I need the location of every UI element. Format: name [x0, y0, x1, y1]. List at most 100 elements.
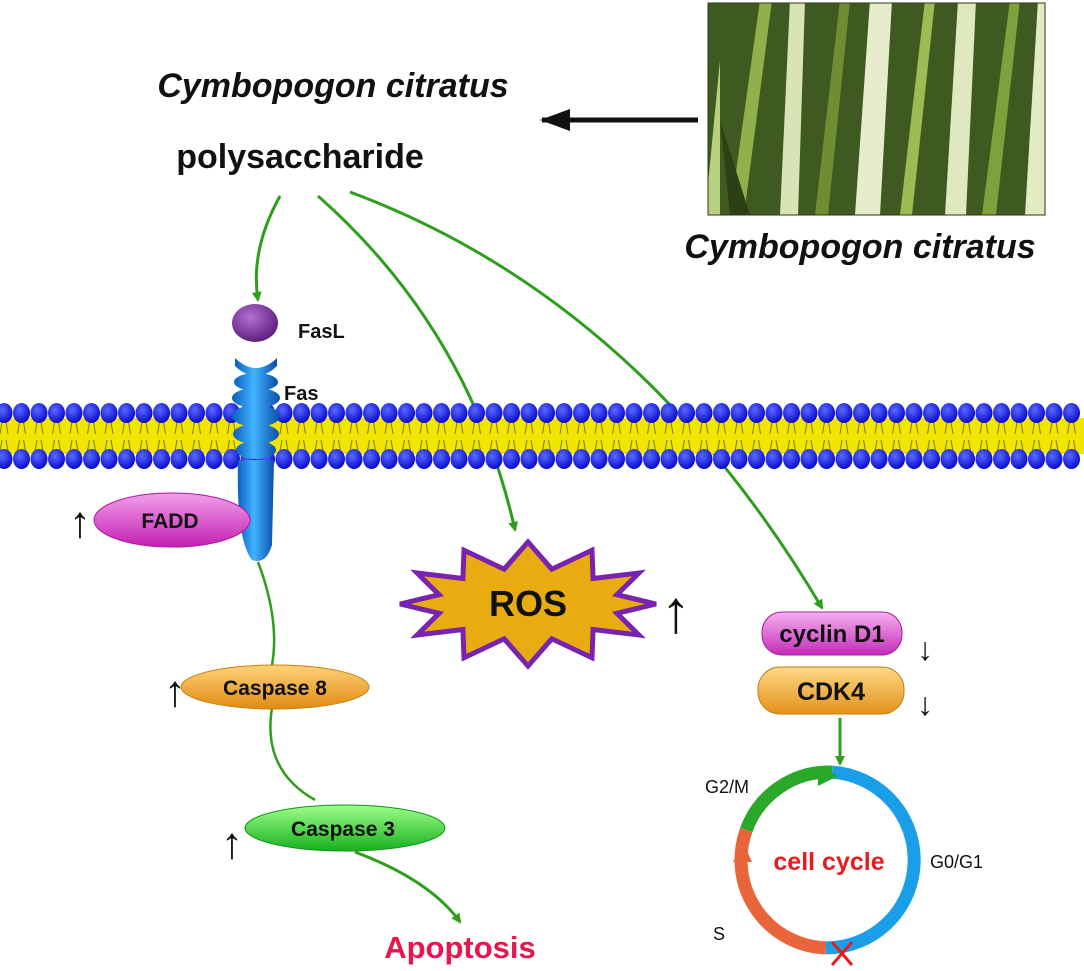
lipid-tail: [495, 439, 499, 452]
lipid-tail: [5, 421, 9, 435]
lipid-tail: [443, 439, 446, 452]
lipid-head: [993, 449, 1010, 469]
lipid-head: [310, 449, 328, 469]
lipid-tail: [524, 421, 528, 435]
lipid-head: [853, 449, 870, 469]
lipid-tail: [34, 421, 38, 435]
lipid-head: [310, 403, 328, 423]
lipid-tail: [408, 421, 411, 435]
lipid-tail: [17, 439, 20, 452]
lipid-tail: [437, 439, 440, 452]
lipid-tail: [793, 439, 796, 452]
lipid-tail: [717, 439, 720, 452]
lipid-tail: [705, 439, 709, 452]
lipid-tail: [933, 439, 936, 452]
lipid-tail: [58, 421, 61, 435]
cyclin-d1-label: cyclin D1: [779, 621, 884, 648]
lipid-tail: [810, 421, 814, 435]
lipid-head: [870, 403, 888, 423]
s-arrowhead: [733, 842, 752, 862]
caspase8-up-arrow: ↑: [164, 667, 186, 716]
lipid-tail: [75, 439, 79, 452]
lipid-tail: [139, 421, 143, 435]
lipid-tail: [682, 439, 685, 452]
lipid-tail: [828, 421, 831, 435]
lipid-head: [398, 403, 415, 423]
lipid-tail: [69, 439, 73, 452]
lipid-head: [170, 449, 188, 469]
lipid-tail: [583, 439, 586, 452]
lipid-head: [520, 449, 538, 469]
lipid-head: [188, 449, 205, 469]
lipid-tail: [950, 421, 954, 435]
lipid-tail: [933, 421, 936, 435]
lipid-tail: [1032, 439, 1035, 452]
lipid-tail: [495, 421, 499, 435]
phase-g2m-label: G2/M: [705, 777, 749, 797]
lipid-head: [555, 403, 573, 423]
lipid-tail: [822, 439, 825, 452]
lipid-tail: [303, 439, 306, 452]
lipid-tail: [1055, 421, 1059, 435]
lipid-tail: [705, 421, 709, 435]
lipid-tail: [647, 439, 650, 452]
lipid-tail: [180, 439, 184, 452]
lipid-tail: [384, 439, 388, 452]
lipid-head: [678, 449, 695, 469]
lipid-tail: [548, 421, 551, 435]
lipid-head: [485, 403, 503, 423]
lipid-head: [485, 449, 503, 469]
lipid-tail: [52, 439, 55, 452]
lipid-tail: [355, 421, 359, 435]
lipid-tail: [822, 421, 825, 435]
lipid-tail: [93, 421, 96, 435]
arrow-to-apoptosis: [354, 850, 462, 924]
phase-s-label: S: [713, 924, 725, 944]
lipid-head: [65, 449, 83, 469]
lipid-head: [293, 449, 310, 469]
lipid-head: [118, 449, 135, 469]
lipid-head: [433, 449, 450, 469]
cell-membrane: [0, 403, 1084, 469]
lipid-head: [608, 403, 625, 423]
lipid-head: [853, 403, 870, 423]
lipid-tail: [752, 421, 755, 435]
fadd-label: FADD: [141, 510, 198, 533]
lipid-head: [905, 403, 923, 423]
lipid-tail: [367, 421, 370, 435]
lipid-tail: [752, 439, 755, 452]
lipid-head: [468, 449, 485, 469]
lipid-head: [625, 403, 643, 423]
lipid-tail: [635, 421, 639, 435]
lipid-tail: [122, 421, 125, 435]
lipid-tail: [454, 439, 458, 452]
lipid-head: [293, 403, 310, 423]
lipid-tail: [653, 421, 656, 435]
cdk4-down-arrow: ↓: [917, 686, 933, 722]
lipid-head: [1045, 403, 1063, 423]
lipid-tail: [1049, 421, 1053, 435]
lipid-tail: [443, 421, 446, 435]
lipid-tail: [87, 439, 90, 452]
lipid-head: [818, 403, 835, 423]
lipid-tail: [909, 421, 913, 435]
lipid-tail: [839, 439, 843, 452]
lipid-head: [625, 449, 643, 469]
lipid-tail: [1038, 421, 1041, 435]
lipid-tail: [530, 421, 534, 435]
lipid-tail: [0, 421, 3, 435]
lipid-tail: [180, 421, 184, 435]
lipid-head: [1010, 403, 1028, 423]
lipid-tail: [635, 439, 639, 452]
lipid-tail: [314, 421, 318, 435]
lipid-head: [923, 403, 940, 423]
lipid-tail: [653, 439, 656, 452]
lipid-head: [835, 403, 853, 423]
lipid-head: [958, 449, 975, 469]
lipid-head: [923, 449, 940, 469]
link-caspase8-caspase3: [269, 707, 316, 802]
plant-caption: Cymbopogon citratus: [684, 228, 1035, 266]
lipid-tail: [507, 439, 510, 452]
lipid-tail: [927, 439, 930, 452]
lipid-head: [170, 403, 188, 423]
